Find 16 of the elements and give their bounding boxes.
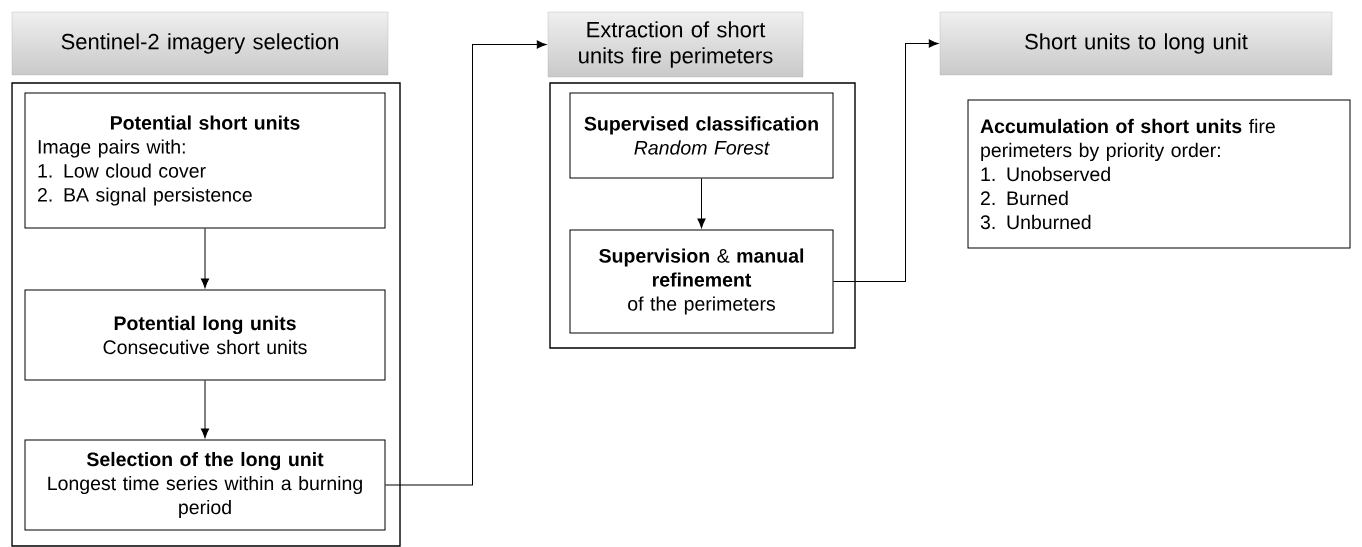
panel-frame [549, 82, 856, 349]
process-box: Supervised classification Random Forest [569, 92, 834, 179]
connector-arrow [200, 228, 210, 289]
header-box: Extraction of short units fire perimeters [547, 11, 804, 78]
process-box: Accumulation of short units fire perimeters by priority order: 1. Unobserved 2. Burned 3. Unburned [967, 99, 1351, 249]
header-box: Sentinel-2 imagery selection [11, 11, 389, 76]
connector-arrow [385, 40, 547, 486]
process-box: Supervision & manual refinement of the perimeters [569, 229, 834, 334]
panel-frame [11, 82, 401, 547]
connector-arrow [833, 39, 939, 282]
header-box: Short units to long unit [939, 11, 1333, 76]
process-box: Potential long units Consecutive short units [24, 289, 386, 381]
connector-arrow [697, 178, 706, 229]
process-box: Selection of the long unit Longest time series within a burning period [24, 439, 386, 531]
connector-arrow [200, 380, 210, 439]
process-box: Potential short units Image pairs with: 1. Low cloud cover 2. BA signal persistence [24, 92, 386, 229]
